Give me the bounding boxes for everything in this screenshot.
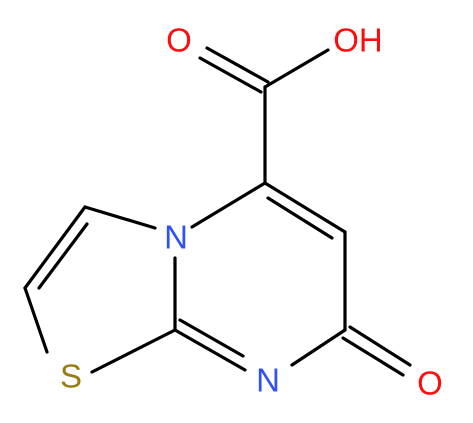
bond-c5-n4 — [190, 181, 267, 229]
bond-c2-s — [23, 286, 49, 354]
bonds — [23, 46, 412, 377]
bond-c7-o-double-b — [341, 336, 405, 377]
bond-c5-c6-single — [263, 181, 347, 234]
bond-carboxyl-c-to-oh — [263, 48, 330, 89]
atom-labels: O OH N S N O — [60, 22, 443, 402]
sulfur-label: S — [60, 358, 82, 395]
bond-n8-c8a-single — [173, 328, 247, 372]
bond-s-c8a — [90, 328, 177, 374]
bond-carboxyl-c-to-o-double-b — [205, 46, 270, 84]
bond-c3-c2-double-inner — [37, 222, 89, 290]
hydroxyl-label: OH — [333, 22, 383, 59]
bond-c3-c2-single — [23, 205, 87, 290]
bond-n4-c3 — [83, 205, 157, 230]
nitrogen-imine-label: N — [256, 362, 280, 399]
bond-c7-o-double-a — [348, 325, 412, 367]
bond-n8-c8a-double — [178, 318, 245, 358]
bond-c7-n8 — [290, 328, 347, 367]
nitrogen-bridgehead-label: N — [164, 219, 188, 256]
bond-c5-c6-double-inner — [266, 196, 334, 240]
bond-carboxyl-c-to-o-double-a — [198, 56, 263, 94]
oxygen-carbonyl-label: O — [166, 22, 192, 59]
oxygen-ketone-label: O — [417, 365, 443, 402]
